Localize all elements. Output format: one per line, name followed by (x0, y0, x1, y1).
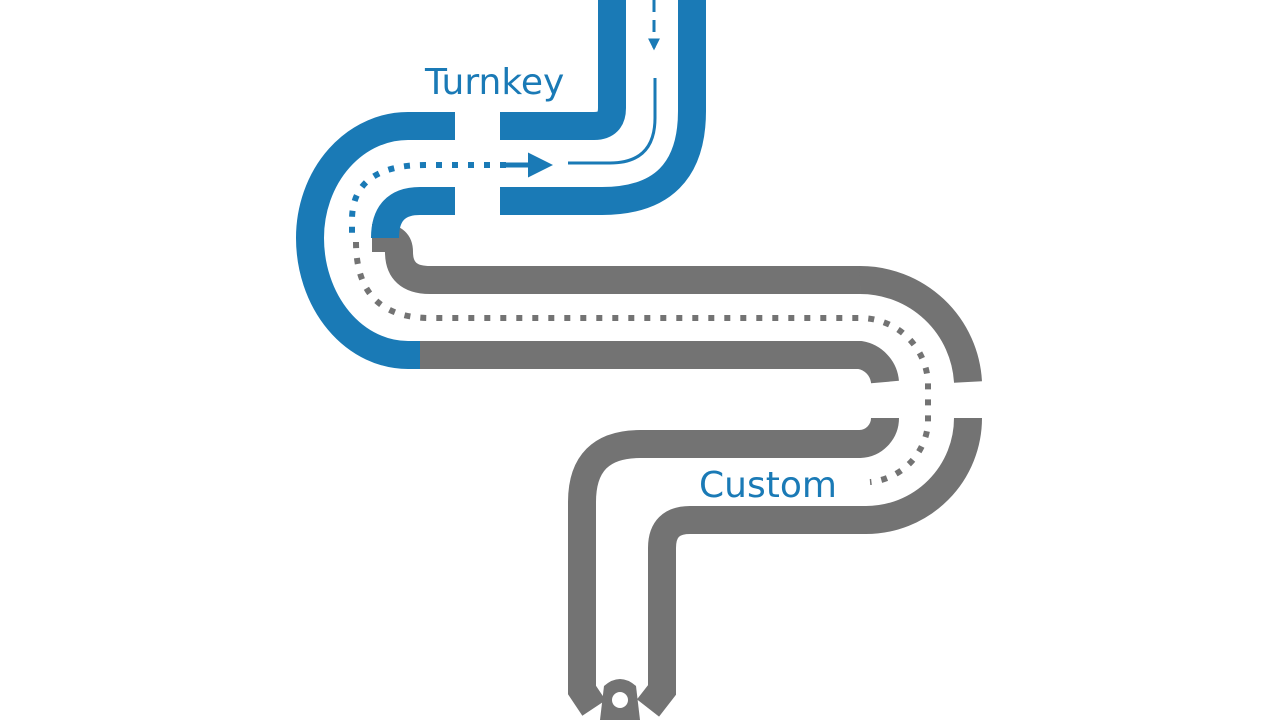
turnkey-road-center-dots (349, 162, 506, 242)
turnkey-road-inner-curl (371, 187, 455, 239)
turnkey-road-lower-connector (500, 0, 706, 215)
custom-road-center-dots (353, 241, 931, 485)
custom-road (353, 224, 982, 720)
custom-road-lower-outer (636, 417, 982, 717)
custom-road-curl (372, 224, 860, 294)
turnkey-lane-line (568, 78, 657, 165)
start-pin-icon (600, 679, 640, 720)
custom-road-outer-lane (859, 265, 982, 384)
turnkey-road-outer-lane (295, 111, 455, 369)
custom-label: Custom (699, 465, 837, 506)
custom-road-inner-lane (420, 341, 899, 385)
custom-road-lower-inner (568, 416, 899, 716)
turnkey-road-upper-connector (500, 0, 626, 140)
turnkey-road (295, 0, 706, 369)
turnkey-label: Turnkey (424, 62, 564, 103)
